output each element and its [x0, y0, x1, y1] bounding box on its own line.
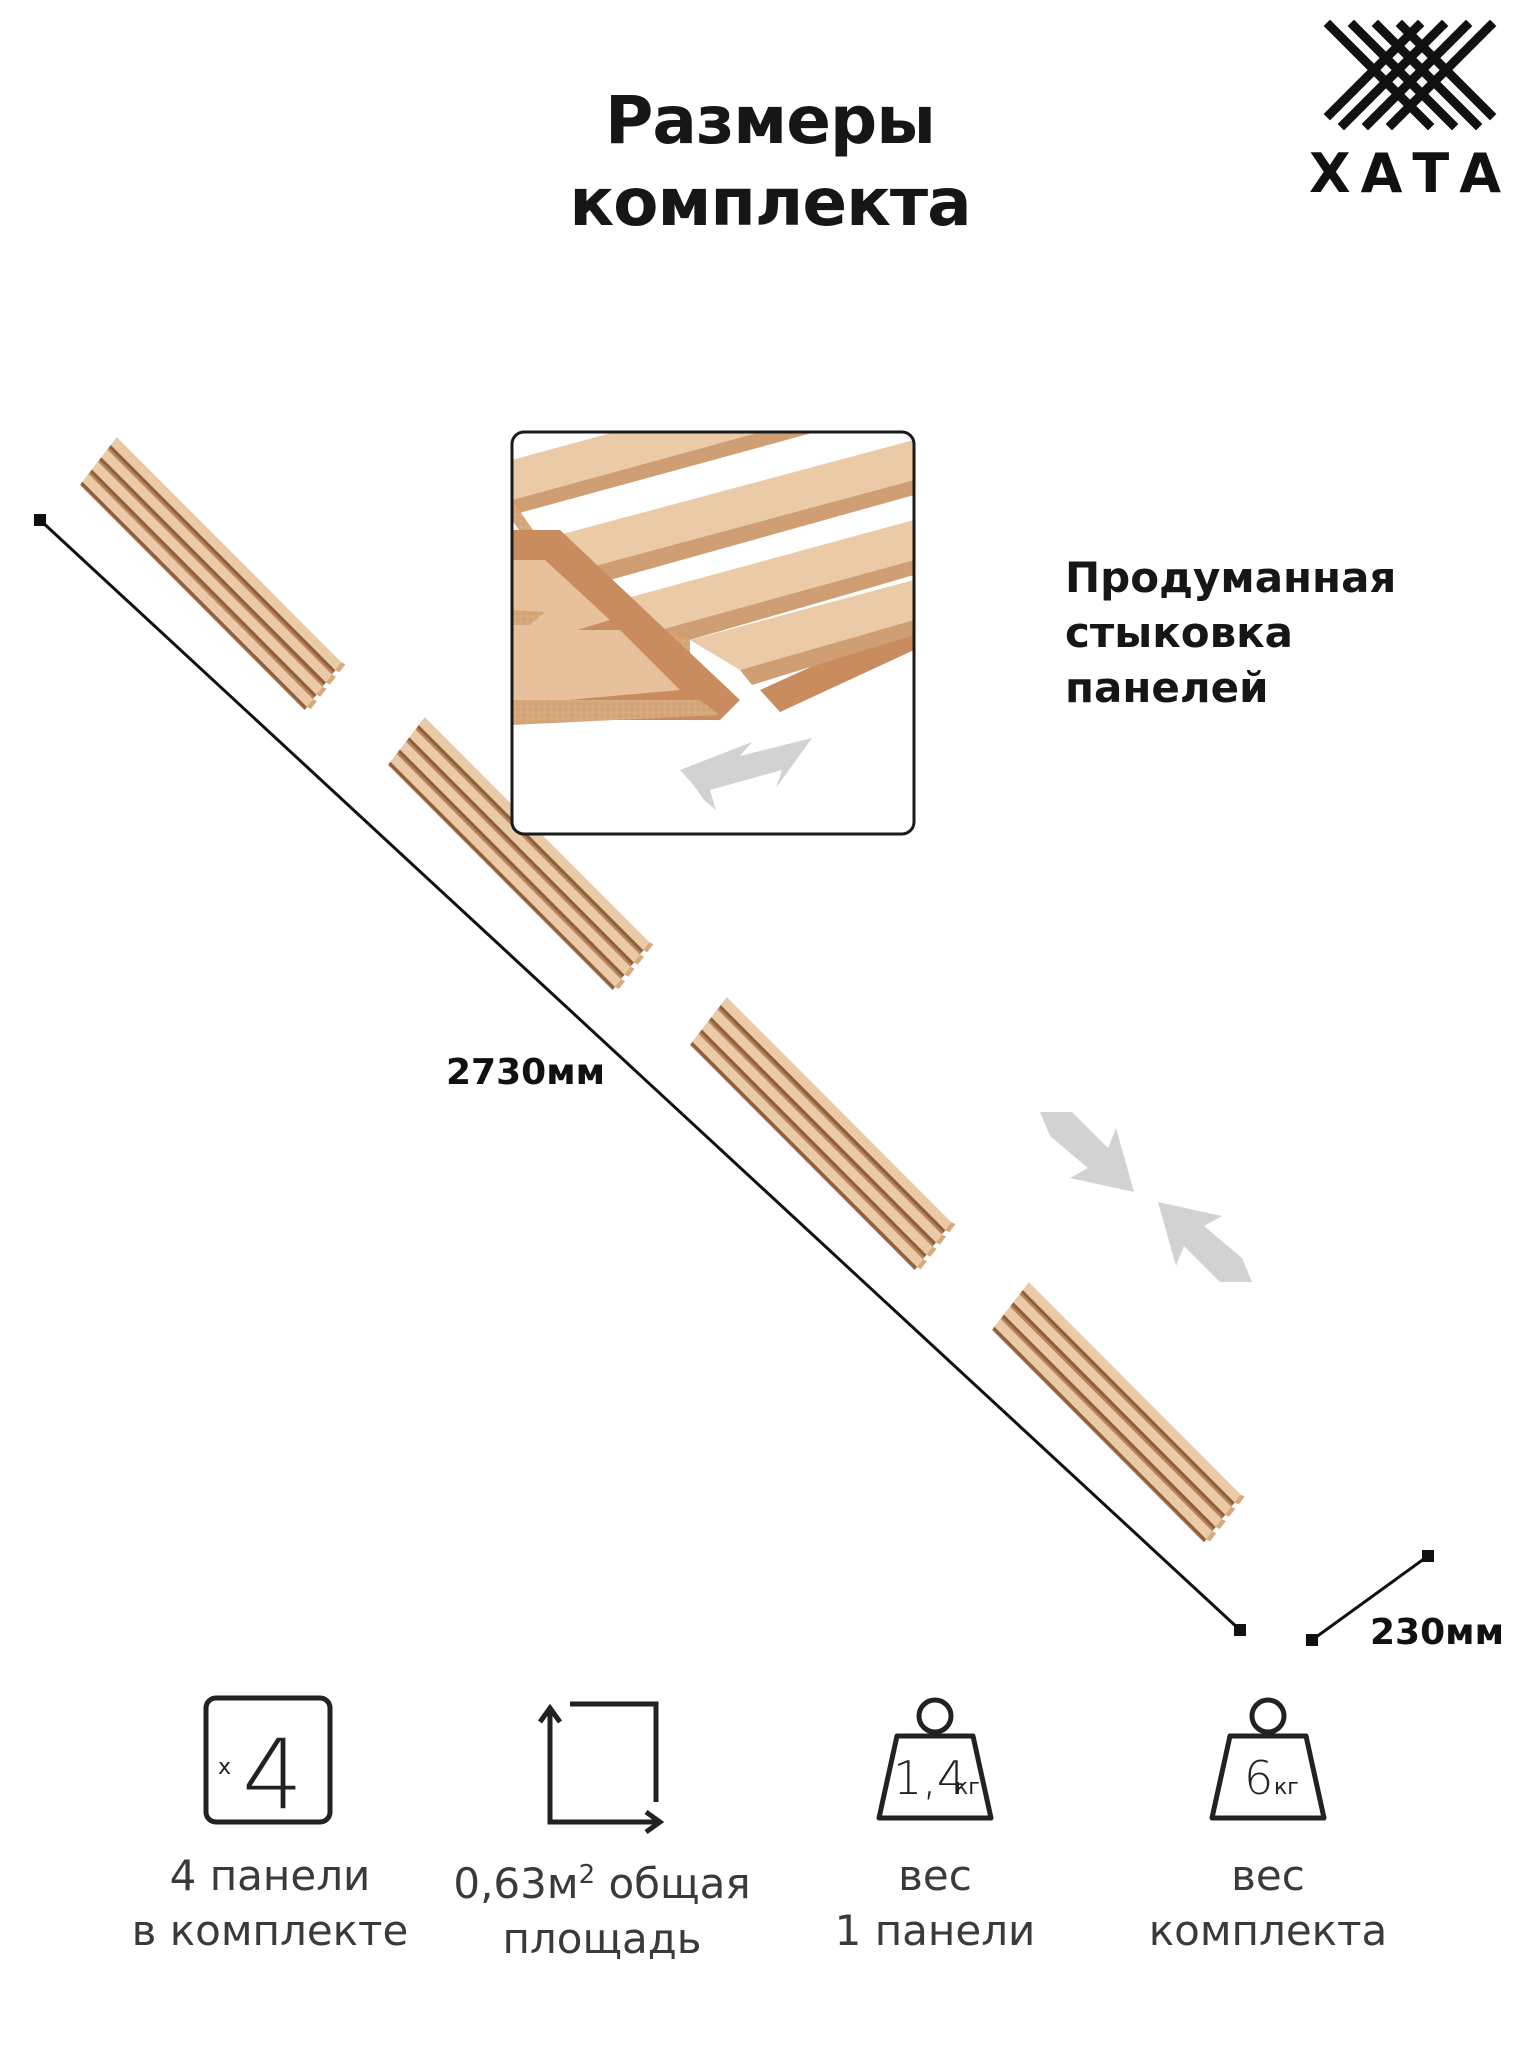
area-corner-icon	[537, 1701, 665, 1835]
crossed-lines-logo-icon	[1323, 20, 1497, 131]
width-label: 230мм	[1370, 1612, 1504, 1653]
panel-slat	[1013, 1294, 1232, 1515]
panel-groove	[690, 1041, 917, 1270]
caption-line-1: 4 панели	[169, 1851, 371, 1900]
panel-groove	[1021, 1290, 1235, 1505]
panel-groove	[700, 1029, 927, 1258]
panel-groove	[719, 1005, 946, 1233]
panel-slat-end	[1234, 1494, 1245, 1505]
page-title: Размеры комплекта	[460, 80, 1080, 244]
panel-groove	[80, 481, 307, 710]
panel-slat	[399, 741, 631, 975]
panel-slat	[1003, 1306, 1222, 1527]
panel-groove	[109, 445, 336, 673]
feature-caption: вес 1 панели	[765, 1848, 1105, 1958]
panel-slat	[82, 473, 314, 707]
feature-panel-weight: 1,4 кг вес 1 панели	[765, 1690, 1105, 1990]
caption-line-2: площадь	[502, 1914, 702, 1963]
weight-icon: 6 кг	[1209, 1697, 1327, 1821]
panel-groove	[1011, 1302, 1226, 1518]
weight-unit: кг	[1274, 1775, 1299, 1800]
feature-caption: 0,63м2 общая площадь	[432, 1848, 772, 1966]
joint-detail-inset	[510, 430, 916, 836]
panel-slat	[720, 997, 952, 1231]
panel-slat-end	[1215, 1519, 1226, 1529]
length-label: 2730мм	[446, 1052, 606, 1093]
panel-groove	[398, 749, 625, 978]
panel-slat	[701, 1021, 933, 1255]
panel-groove	[90, 469, 317, 698]
panel-slat-end	[325, 674, 336, 685]
joint-line-2: стыковка	[1065, 608, 1294, 657]
compress-arrows-icon	[1040, 1112, 1252, 1282]
caption-line-1: вес	[1231, 1851, 1305, 1900]
caption-line-2: комплекта	[1148, 1906, 1388, 1955]
panel-slat-end	[945, 1222, 956, 1233]
panel-groove	[388, 761, 615, 990]
caption-line-1: 0,63м2 общая	[432, 1848, 772, 1911]
panel-slat	[1022, 1282, 1241, 1503]
feature-caption: 4 панели в комплекте	[100, 1848, 440, 1958]
panel-slat-end	[1225, 1506, 1236, 1517]
panel-slat	[91, 461, 323, 695]
panel-slat-end	[1206, 1531, 1217, 1542]
panel-slat-end	[916, 1259, 927, 1269]
count-box-icon: x 4	[203, 1695, 333, 1831]
area-value: 0,63м	[453, 1859, 579, 1908]
panel-slat-end	[624, 966, 635, 977]
joint-description: Продуманная стыковка панелей	[1065, 550, 1485, 715]
brand-logo: ХАТА	[1300, 20, 1520, 205]
area-suffix: общая	[595, 1859, 751, 1908]
panel-slat	[994, 1318, 1213, 1540]
width-dimension-line	[1306, 1550, 1434, 1646]
panel-slat	[692, 1033, 923, 1267]
feature-area: 0,63м2 общая площадь	[432, 1690, 772, 1990]
title-line-1: Размеры	[605, 82, 936, 159]
panel-slat-end	[335, 662, 346, 673]
panel-slat-end	[316, 686, 327, 697]
area-superscript: 2	[578, 1860, 596, 1890]
caption-line-2: в комплекте	[131, 1906, 409, 1955]
feature-panel-count: x 4 4 панели в комплекте	[100, 1690, 440, 1990]
logo-text: ХАТА	[1308, 142, 1512, 205]
weight-icon: 1,4 кг	[876, 1697, 994, 1821]
panel-groove	[992, 1326, 1207, 1542]
panel-groove	[1002, 1314, 1216, 1530]
length-dimension-line	[34, 514, 1246, 1636]
panel-slat-end	[633, 954, 644, 965]
panel-slat-end	[935, 1234, 946, 1245]
weight-value: 1,4	[893, 1751, 966, 1805]
panel-slat-end	[643, 942, 654, 953]
panel-groove	[709, 1017, 936, 1245]
panel-slat	[390, 753, 621, 987]
feature-kit-weight: 6 кг вес комплекта	[1098, 1690, 1438, 1990]
panel-groove	[407, 737, 634, 965]
caption-line-1: вес	[898, 1851, 972, 1900]
panel-slat	[409, 729, 640, 963]
panel-groove	[99, 457, 326, 685]
joint-line-3: панелей	[1065, 663, 1269, 712]
feature-row: x 4 4 панели в комплекте 0,63м2 общая пл…	[100, 1690, 1440, 1990]
panel-slat	[711, 1009, 942, 1243]
weight-value: 6	[1244, 1751, 1273, 1805]
panel-segments	[80, 437, 1245, 1543]
panel-slat-end	[926, 1246, 937, 1257]
panel-slat	[101, 449, 332, 683]
weight-unit: кг	[955, 1775, 980, 1800]
joint-line-1: Продуманная	[1065, 553, 1397, 602]
panel-slat-end	[306, 699, 317, 709]
panel-groove	[417, 725, 644, 953]
feature-caption: вес комплекта	[1098, 1848, 1438, 1958]
caption-line-2: 1 панели	[834, 1906, 1036, 1955]
title-line-2: комплекта	[569, 164, 971, 241]
count-prefix: x	[218, 1755, 231, 1780]
panel-slat-end	[614, 979, 625, 989]
panel-slat	[110, 437, 342, 671]
count-value: 4	[242, 1719, 303, 1831]
